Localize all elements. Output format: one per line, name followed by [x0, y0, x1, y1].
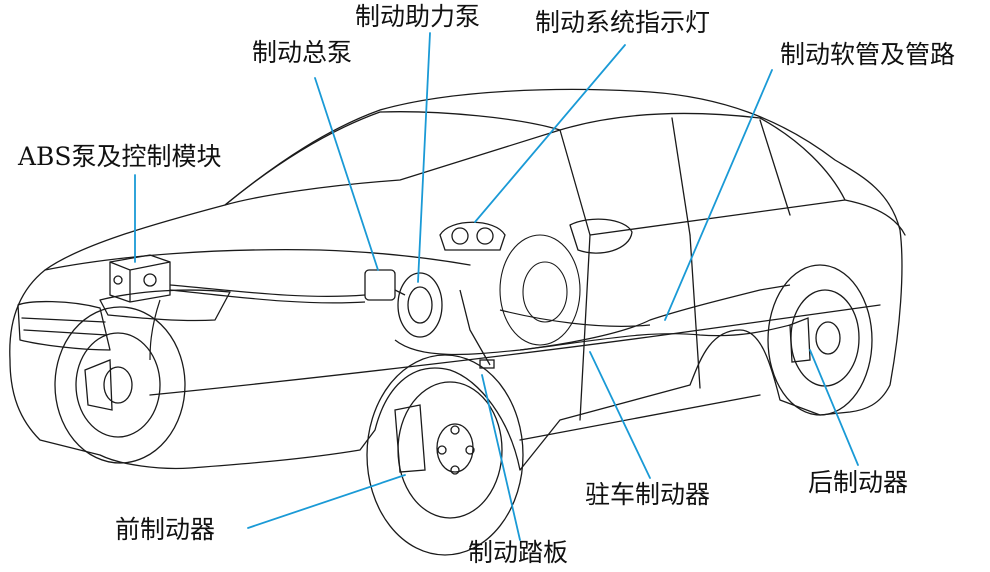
front-left-wheel — [54, 306, 186, 464]
label-hoses-lines: 制动软管及管路 — [780, 40, 956, 69]
leader-rear-brake — [809, 349, 859, 466]
leader-warning-light — [474, 44, 626, 223]
label-front-brake: 前制动器 — [115, 515, 216, 544]
side-windows — [559, 112, 846, 236]
leader-lines — [134, 32, 859, 541]
grille — [17, 300, 111, 351]
front-right-wheel — [366, 354, 524, 556]
label-parking-brake: 驻车制动器 — [585, 480, 711, 509]
windshield — [224, 111, 561, 206]
master-cylinder-and-booster — [364, 269, 443, 338]
leader-front-brake — [247, 474, 406, 529]
leader-master-cylinder — [314, 77, 379, 271]
label-master-cylinder: 制动总泵 — [252, 38, 353, 67]
label-pedal: 制动踏板 — [468, 538, 569, 567]
leader-hoses — [664, 69, 773, 321]
instrument-cluster — [439, 221, 506, 251]
label-booster: 制动助力泵 — [355, 2, 481, 31]
leader-pedal — [481, 374, 521, 541]
abs-module — [109, 254, 171, 303]
leader-parking-brake — [589, 351, 651, 479]
leader-booster — [417, 32, 431, 283]
car-body-outline — [9, 88, 903, 471]
label-warning-light: 制动系统指示灯 — [535, 8, 711, 37]
brake-pedal-assembly — [459, 289, 495, 369]
headlight — [99, 289, 231, 322]
hood-line — [44, 249, 471, 271]
side-mirror — [569, 218, 633, 254]
rear-wheel — [767, 264, 873, 416]
label-rear-brake: 后制动器 — [808, 468, 909, 497]
brake-lines — [149, 284, 791, 361]
label-abs: ABS泵及控制模块 — [18, 142, 222, 171]
